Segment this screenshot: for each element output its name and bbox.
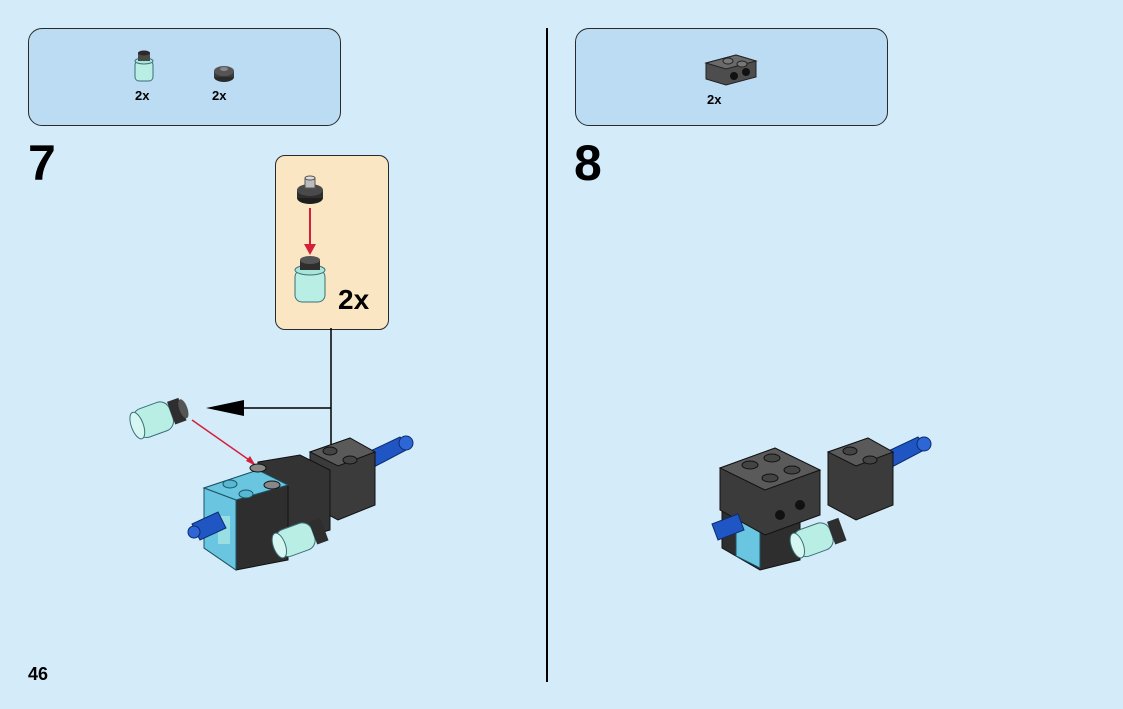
step-7-parts-box: 2x 2x bbox=[28, 28, 341, 126]
step-8-model bbox=[711, 436, 932, 571]
trans-light-blue-round-brick-icon bbox=[294, 256, 326, 303]
black-round-plate-icon bbox=[297, 175, 323, 204]
step-divider bbox=[546, 28, 548, 682]
step-7-model bbox=[187, 435, 414, 571]
subassembly-art bbox=[294, 175, 326, 303]
step-8-parts-box: 2x bbox=[575, 28, 888, 126]
black-round-plate-icon bbox=[214, 66, 234, 82]
part-qty-bracket: 2x bbox=[707, 92, 722, 107]
subassembly-qty: 2x bbox=[338, 284, 370, 315]
trans-round-brick-floating bbox=[129, 397, 189, 440]
step-8-number: 8 bbox=[574, 135, 602, 191]
trans-light-blue-round-brick-icon bbox=[134, 50, 154, 82]
subassembly-callout: 2x bbox=[275, 155, 389, 330]
page-number: 46 bbox=[28, 664, 49, 684]
step-7-parts-art bbox=[134, 50, 234, 82]
down-arrow-icon bbox=[304, 208, 316, 255]
part-qty-1: 2x bbox=[135, 88, 150, 103]
part-qty-2: 2x bbox=[212, 88, 227, 103]
dark-gray-bracket-plate-icon bbox=[704, 54, 758, 86]
step-8-parts-art bbox=[704, 54, 758, 86]
step-7-number: 7 bbox=[28, 135, 56, 191]
